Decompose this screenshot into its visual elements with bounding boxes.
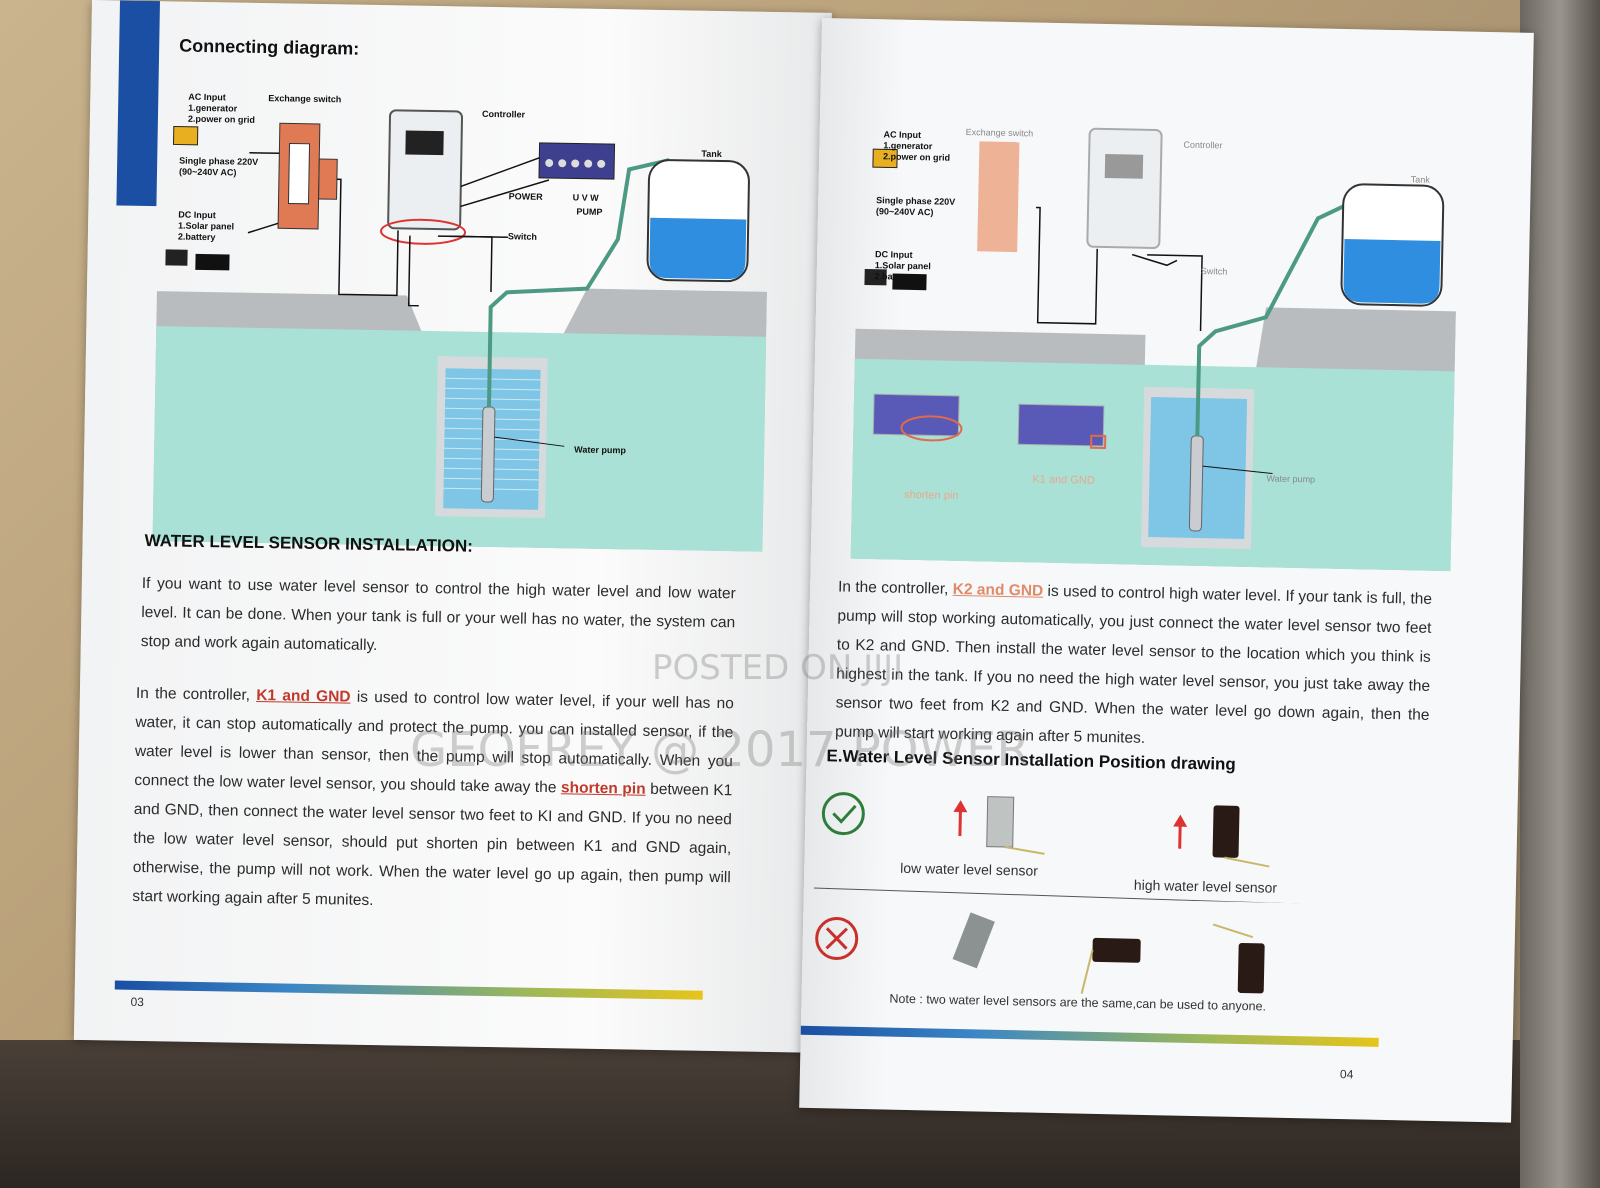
solar-panel-shape (165, 249, 188, 266)
sensor-paragraph-2: In the controller, K1 and GND is used to… (132, 684, 734, 910)
shorten-pin-label: shorten pin (903, 488, 959, 502)
right-generator-shape (872, 148, 898, 169)
tank-label: Tank (701, 148, 722, 160)
check-icon (821, 792, 865, 836)
uvw-label: U V W (572, 192, 599, 203)
connecting-diagram-heading: Connecting diagram: (179, 35, 360, 59)
controller-label: Controller (481, 108, 526, 120)
right-tank-label: Tank (1410, 174, 1430, 185)
right-page-number: 04 (1339, 1067, 1354, 1082)
low-sensor-shape (986, 796, 1015, 848)
watermark-line-1: POSTED ON JIJI (652, 648, 904, 688)
connecting-diagram (152, 109, 768, 552)
generator-shape (172, 125, 199, 146)
k2-gnd-highlight: K2 and GND (952, 580, 1044, 600)
switch-label: Switch (507, 231, 538, 242)
terminal-block-k2 (1017, 403, 1105, 447)
water-pump-shape (480, 406, 496, 503)
tilted-sensor-shape (952, 912, 995, 969)
right-water-pump-label: Water pump (1266, 473, 1316, 485)
water-pump-label: Water pump (574, 444, 626, 456)
hanging-sensor-shape (1237, 942, 1265, 994)
controller-shape (387, 109, 464, 231)
left-footer-bar (114, 980, 703, 1000)
horizontal-sensor-shape (1092, 937, 1141, 963)
shorten-pin-highlight: shorten pin (560, 779, 646, 798)
cross-icon (815, 917, 859, 961)
right-single-phase-label: Single phase 220V(90~240V AC) (875, 195, 956, 218)
k1-gnd-label: K1 and GND (1032, 473, 1095, 487)
low-sensor-caption: low water level sensor (900, 859, 1039, 879)
right-battery-shape (892, 273, 927, 291)
right-controller-label: Controller (1183, 139, 1223, 151)
right-switch-label: Switch (1200, 265, 1228, 277)
right-solar-panel-shape (864, 268, 887, 286)
right-water-pump-shape (1188, 435, 1204, 532)
terminal-block-k1 (872, 393, 960, 437)
sensor-diagram (850, 127, 1456, 572)
right-footer-bar (800, 1025, 1379, 1047)
wrong-install-row (815, 912, 1265, 994)
right-exchange-switch-label: Exchange switch (965, 127, 1034, 139)
sensor-paragraph-1: If you want to use water level sensor to… (140, 574, 736, 655)
correct-install-row (813, 792, 1404, 906)
right-exchange-switch-shape (977, 141, 1020, 253)
left-page-number: 03 (130, 994, 145, 1010)
exchange-switch-label: Exchange switch (268, 93, 342, 105)
pump-terminal-label: PUMP (576, 206, 603, 217)
battery-shape (195, 253, 230, 271)
k1-gnd-highlight: K1 and GND (256, 686, 351, 706)
single-phase-label: Single phase 220V(90~240V AC) (178, 155, 259, 178)
power-label: POWER (508, 191, 543, 202)
metal-background (1520, 0, 1600, 1188)
arrow-up-icon (953, 800, 968, 813)
high-sensor-caption: high water level sensor (1133, 876, 1278, 896)
arrow-up-icon-2 (1173, 814, 1188, 827)
right-controller-shape (1086, 127, 1163, 249)
high-sensor-shape (1212, 805, 1240, 858)
left-page: Connecting diagram: (73, 0, 832, 1053)
watermark-line-2: GEOFREY @ 2017 POWER (410, 722, 1030, 778)
